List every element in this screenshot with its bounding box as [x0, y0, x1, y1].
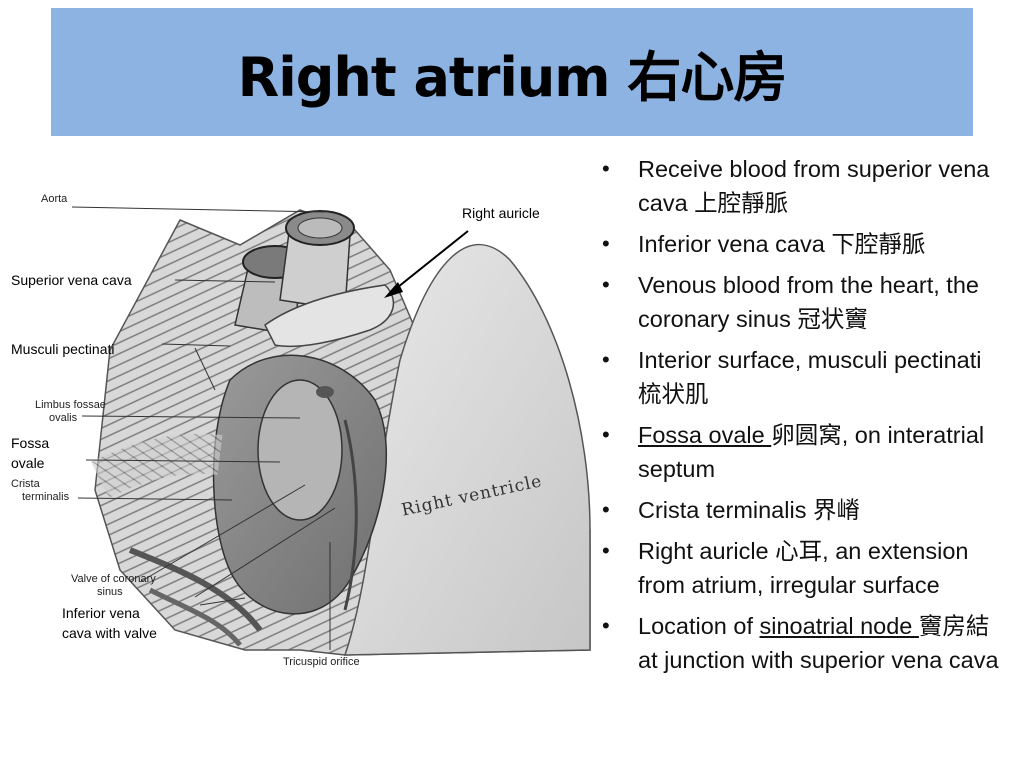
auricle-arrow	[384, 230, 469, 298]
bullet-list: • Receive blood from superior vena cava …	[602, 152, 1007, 684]
heart-illustration	[71, 206, 591, 656]
bullet-item: • Venous blood from the heart, the coron…	[602, 268, 1007, 336]
great-vessels	[234, 210, 355, 336]
label-limbus-line2: ovalis	[49, 412, 78, 424]
label-ivc-line2: cava with valve	[62, 625, 157, 641]
label-right-auricle: Right auricle	[462, 205, 540, 221]
label-aorta: Aorta	[41, 193, 68, 205]
bullet-item: • Receive blood from superior vena cava …	[602, 152, 1007, 220]
slide-title: Right atrium 右心房	[237, 45, 788, 109]
bullet-dot: •	[602, 231, 610, 256]
bullet-dot: •	[602, 613, 610, 638]
label-tricuspid: Tricuspid orifice	[283, 656, 360, 668]
label-crista-line1: Crista	[11, 478, 40, 490]
bullet-dot: •	[602, 538, 610, 563]
bullet-item: • Crista terminalis 界嵴	[602, 493, 1007, 527]
bullet-dot: •	[602, 347, 610, 372]
leader-lines	[71, 206, 336, 650]
bullet-dot: •	[602, 497, 610, 522]
anatomy-figure: Aorta Right auricle Superior vena cava M…	[0, 150, 600, 750]
label-ivc-line1: Inferior vena	[62, 605, 140, 621]
bullet-dot: •	[602, 156, 610, 181]
bullet-item: • Interior surface, musculi pectinati 梳状…	[602, 343, 1007, 411]
label-limbus-line1: Limbus fossae	[35, 399, 106, 411]
title-bar: Right atrium 右心房	[51, 8, 973, 136]
bullet-item: • Fossa ovale 卵圆窝, on interatrial septum	[602, 418, 1007, 486]
label-superior-vena-cava: Superior vena cava	[11, 272, 132, 288]
label-fossa-line1: Fossa	[11, 435, 50, 451]
bullet-item: • Location of sinoatrial node 竇房結at junc…	[602, 609, 1007, 677]
label-crista-line2: terminalis	[22, 491, 70, 503]
fossa-ovalis	[257, 379, 343, 521]
bullet-item: • Right auricle 心耳, an extension from at…	[602, 534, 1007, 602]
label-valve-line1: Valve of coronary	[71, 573, 156, 585]
link-sinoatrial-node[interactable]: sinoatrial node	[759, 613, 919, 639]
right-auricle-flap	[264, 284, 395, 348]
bullet-dot: •	[602, 272, 610, 297]
label-musculi-pectinati: Musculi pectinati	[11, 341, 115, 357]
label-fossa-line2: ovale	[11, 455, 45, 471]
bullet-item: • Inferior vena cava 下腔靜脈	[602, 227, 1007, 261]
bullet-dot: •	[602, 422, 610, 447]
link-fossa-ovale[interactable]: Fossa ovale	[638, 422, 772, 448]
label-valve-line2: sinus	[97, 586, 123, 598]
